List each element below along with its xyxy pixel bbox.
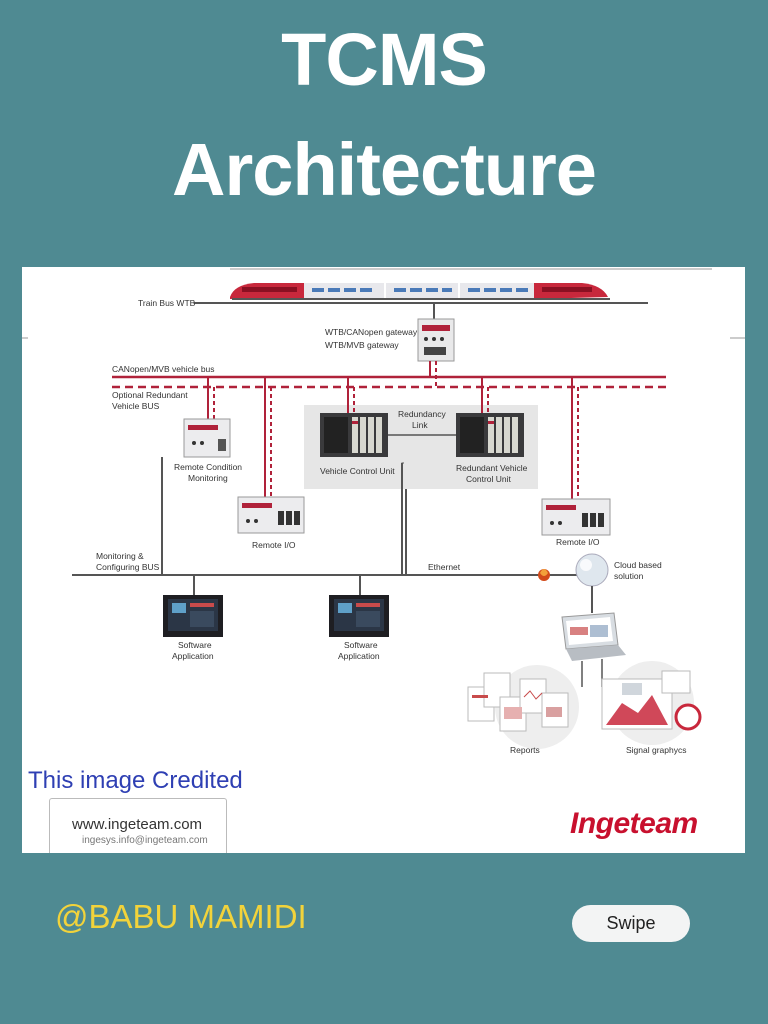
- cloud-label-1: Cloud based: [614, 560, 662, 570]
- gateway-label-2: WTB/MVB gateway: [325, 340, 399, 350]
- vehicle-bus-label: CANopen/MVB vehicle bus: [112, 364, 215, 374]
- train-bus-label: Train Bus WTB: [138, 298, 196, 308]
- reports-label: Reports: [510, 745, 540, 755]
- swipe-button[interactable]: Swipe: [572, 905, 690, 942]
- signal-graphics-illustration: [601, 670, 702, 731]
- rcm-label-1: Remote Condition: [174, 462, 242, 472]
- firewall-icon: [538, 569, 550, 581]
- software-app-2-label-1: Software: [344, 640, 378, 650]
- title-line-2: Architecture: [172, 128, 597, 211]
- ethernet-label: Ethernet: [428, 562, 461, 572]
- vcu-label: Vehicle Control Unit: [320, 466, 395, 476]
- software-app-1-label-2: Application: [172, 651, 214, 661]
- train-illustration: [230, 283, 610, 300]
- image-credit-text: This image Credited: [28, 767, 243, 794]
- rcm-label-2: Monitoring: [188, 473, 228, 483]
- redundant-vehicle-control-unit-device: [456, 413, 524, 457]
- reports-illustration: [467, 672, 569, 732]
- remote-condition-monitoring-device: [183, 418, 231, 458]
- vehicle-control-unit-device: [320, 413, 388, 457]
- rvcu-label-1: Redundant Vehicle: [456, 463, 528, 473]
- website-url: www.ingeteam.com: [72, 816, 203, 833]
- diagram-canvas: Train Bus WTB WTB/CANopen gateway WTB/MV…: [22, 268, 745, 755]
- software-app-2-label-2: Application: [338, 651, 380, 661]
- website-card: www.ingeteam.com ingesys.info@ingeteam.c…: [49, 798, 227, 853]
- cloud-icon: [575, 553, 609, 587]
- redundancy-link-label-1: Redundancy: [398, 409, 446, 419]
- monitoring-bus-label-1: Monitoring &: [96, 551, 144, 561]
- gateway-device: [417, 318, 455, 362]
- signal-graphics-label: Signal graphycs: [626, 745, 686, 755]
- redundant-bus-label-2: Vehicle BUS: [112, 401, 160, 411]
- remote-io-right-device: [541, 498, 611, 536]
- software-application-screen-1: [163, 595, 223, 637]
- rvcu-label-2: Control Unit: [466, 474, 512, 484]
- redundant-bus-label-1: Optional Redundant: [112, 390, 188, 400]
- monitoring-bus-label-2: Configuring BUS: [96, 562, 160, 572]
- remote-io-right-label: Remote I/O: [556, 537, 600, 547]
- gateway-label-1: WTB/CANopen gateway: [325, 327, 418, 337]
- contact-email: ingesys.info@ingeteam.com: [82, 835, 208, 846]
- ingeteam-logo: Ingeteam: [570, 807, 698, 840]
- redundancy-link-label-2: Link: [412, 420, 428, 430]
- architecture-diagram: Train Bus WTB WTB/CANopen gateway WTB/MV…: [22, 267, 745, 853]
- title-line-1: TCMS: [281, 18, 488, 101]
- cloud-label-2: solution: [614, 571, 644, 581]
- software-application-screen-2: [329, 595, 389, 637]
- remote-io-left-device: [237, 496, 305, 534]
- laptop-icon: [561, 612, 626, 661]
- author-handle: @BABU MAMIDI: [55, 898, 307, 935]
- software-app-1-label-1: Software: [178, 640, 212, 650]
- remote-io-left-label: Remote I/O: [252, 540, 296, 550]
